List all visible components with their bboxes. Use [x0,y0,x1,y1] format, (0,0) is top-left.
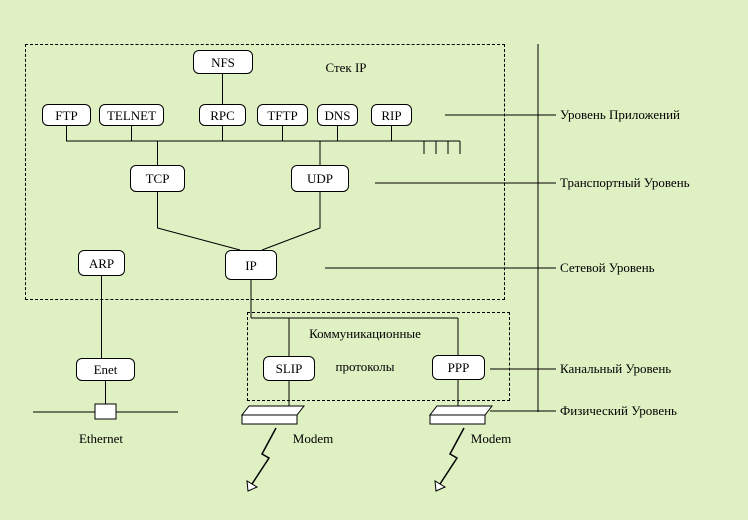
stack-title: Стек IP [325,60,367,75]
node-udp: UDP [291,165,349,192]
node-enet: Enet [76,358,135,381]
modem-left-label: Modem [292,431,334,446]
modem-right-label: Modem [470,431,512,446]
layer-label-datalink: Канальный Уровень [560,361,672,376]
layer-label-physical: Физический Уровень [560,403,677,418]
phone-line-bolt-right-icon [434,427,465,492]
ip-stack-dashed-frame [25,44,505,300]
node-slip: SLIP [263,356,315,381]
phone-line-bolt-left-icon [246,427,277,492]
node-tcp: TCP [130,165,185,192]
comm-protocols-dashed-frame [247,312,510,401]
ethernet-transceiver [94,403,117,420]
layer-label-application: Уровень Приложений [560,107,680,122]
layer-label-transport: Транспортный Уровень [560,175,690,190]
node-rip: RIP [371,104,412,126]
modem-right-shape [428,405,494,425]
node-ppp: PPP [432,355,485,380]
layer-label-network: Сетевой Уровень [560,260,655,275]
node-ip: IP [225,250,277,280]
ethernet-label: Ethernet [78,431,124,446]
modem-left-shape [240,405,306,425]
node-telnet: TELNET [99,104,164,126]
comm-protocols-label-line1: Коммуникационные [309,326,421,341]
node-ftp: FTP [42,104,91,126]
node-dns: DNS [317,104,358,126]
node-nfs: NFS [193,50,253,74]
node-tftp: TFTP [257,104,308,126]
comm-protocols-label-line2: протоколы [335,359,395,374]
node-arp: ARP [78,250,125,276]
node-rpc: RPC [199,104,246,126]
